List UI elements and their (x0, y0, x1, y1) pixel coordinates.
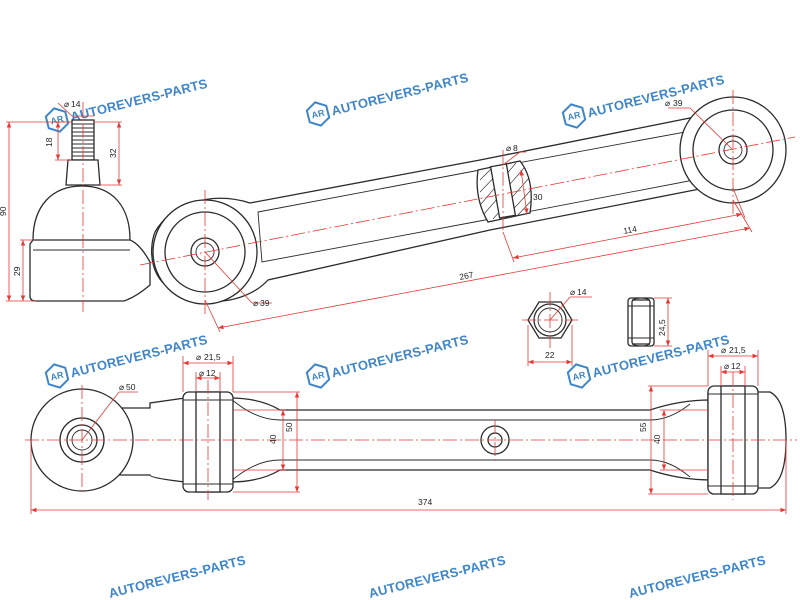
nut-dimensions: ⌀ 14 22 24,5 (527, 287, 672, 366)
dim-nut-across-flats: 22 (545, 350, 555, 360)
dim-front-bushing-outer-symbol: ⌀ (196, 352, 202, 362)
dim-rear-bushing-outer-symbol: ⌀ (721, 345, 727, 355)
dim-nut-thread: 14 (577, 287, 587, 297)
dim-total-height: 90 (0, 206, 8, 216)
dim-thread-length: 18 (44, 137, 54, 147)
watermark-brand-label: AUTOREVERS-PARTS (330, 332, 470, 381)
dim-front-bushing-inner-symbol: ⌀ (199, 368, 205, 378)
dim-rear-bushing-height: 55 (638, 422, 648, 432)
watermark-brand-label: AUTOREVERS-PARTS (107, 552, 247, 600)
watermark-brand-label: AUTOREVERS-PARTS (330, 70, 470, 119)
nut-side-view (627, 297, 655, 347)
watermark-brand-label: AUTOREVERS-PARTS (69, 332, 209, 381)
watermark-9: AUTOREVERS-PARTS (627, 552, 767, 600)
watermark-2: AUTOREVERS-PARTS (304, 70, 470, 130)
ball-joint-dimensions: ⌀ 14 18 32 90 29 (0, 99, 122, 302)
dim-hole-dia: 8 (513, 143, 518, 153)
dim-nut-thread-symbol: ⌀ (570, 287, 576, 297)
dim-ball-joint-dia-symbol: ⌀ (119, 382, 125, 392)
dim-front-bushing-outer: 21,5 (204, 352, 221, 362)
dim-hole-dia-symbol: ⌀ (506, 143, 512, 153)
dim-rear-bushing-outer: 21,5 (729, 345, 746, 355)
watermark-brand-label: AUTOREVERS-PARTS (69, 76, 209, 125)
dim-hole-height: 30 (533, 192, 543, 202)
dim-ball-joint-dia: 50 (126, 382, 136, 392)
dim-front-bushing-dia-symbol: ⌀ (253, 298, 259, 308)
dim-base-height: 29 (12, 266, 22, 276)
watermark-1: AUTOREVERS-PARTS (43, 76, 209, 136)
dim-rear-bushing-inner: 12 (731, 361, 741, 371)
dim-thread-dia: 14 (71, 99, 81, 109)
dim-stud-length: 32 (108, 148, 118, 158)
dim-overall-length: 374 (418, 497, 432, 507)
watermark-5: AUTOREVERS-PARTS (304, 332, 470, 392)
dim-front-bushing-dia: 39 (260, 298, 270, 308)
dim-front-bushing-height: 50 (284, 422, 294, 432)
dim-nut-height: 24,5 (657, 319, 667, 336)
dim-thread-dia-symbol: ⌀ (64, 99, 70, 109)
watermark-8: AUTOREVERS-PARTS (367, 552, 507, 600)
watermark-7: AUTOREVERS-PARTS (107, 552, 247, 600)
control-arm-bottom-view (25, 372, 797, 500)
dim-rear-bushing-dia: 39 (673, 98, 683, 108)
dim-rear-bushing-width: 40 (652, 434, 662, 444)
dim-rear-bushing-dia-symbol: ⌀ (665, 98, 671, 108)
dim-length-between-centers: 267 (458, 269, 474, 282)
control-arm-dimensions: ⌀ 39 ⌀ 39 ⌀ 8 30 114 267 (204, 98, 753, 333)
watermark-4: AUTOREVERS-PARTS (43, 332, 209, 392)
ball-joint-side-view (29, 102, 151, 312)
watermark-brand-label: AUTOREVERS-PARTS (627, 552, 767, 600)
dim-front-bushing-width: 40 (268, 434, 278, 444)
watermark-brand-label: AUTOREVERS-PARTS (367, 552, 507, 600)
bottom-view-dimensions: ⌀ 50 ⌀ 21,5 ⌀ 12 40 50 ⌀ 21,5 ⌀ 12 (30, 345, 787, 514)
dim-front-bushing-inner: 12 (206, 368, 216, 378)
dim-rear-bushing-inner-symbol: ⌀ (724, 361, 730, 371)
